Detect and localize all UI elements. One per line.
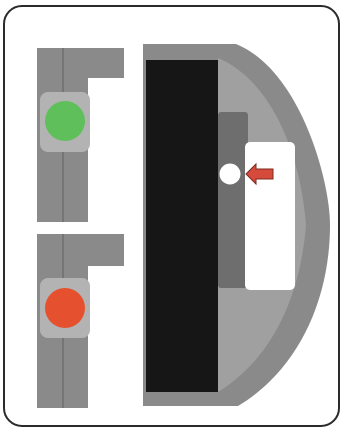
red-light-icon [45,288,85,328]
indicator-unit-bottom [37,234,124,408]
latch-plate [218,112,248,288]
latch-cutout [245,142,295,290]
door-panel [143,44,330,406]
hole-indicator [219,163,241,185]
black-slab [146,60,218,392]
indicator-unit-top [37,48,124,222]
green-light-icon [45,101,85,141]
